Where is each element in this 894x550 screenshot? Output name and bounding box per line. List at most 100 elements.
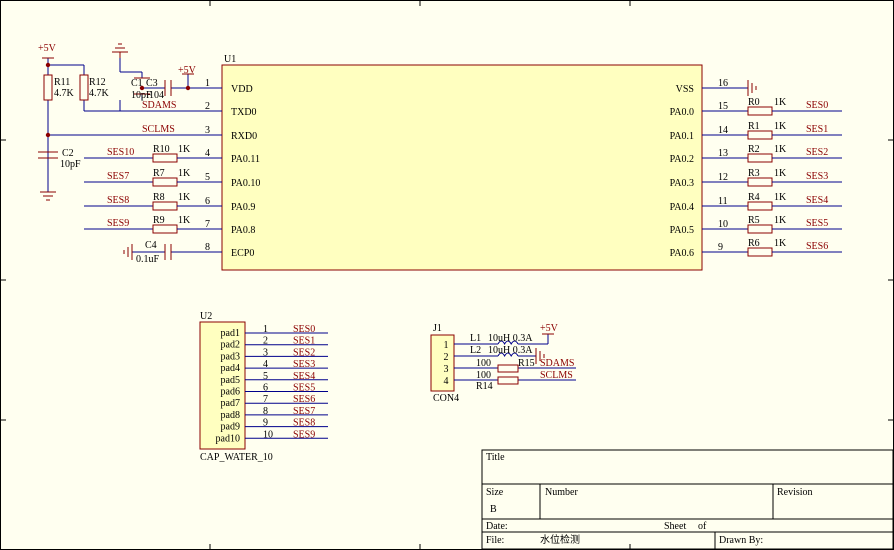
c2-ref: C2: [62, 148, 74, 159]
output-resistor-body: [747, 177, 773, 187]
l1-value: 10uH 0.3A: [488, 333, 533, 344]
output-resistor-value: 1K: [774, 121, 787, 132]
c4-value: 0.1uF: [136, 254, 160, 265]
inductor-l2: [497, 352, 519, 358]
output-net-label: SES3: [806, 171, 828, 182]
u2-net-label: SES0: [293, 324, 315, 335]
u2-pad-label: pad10: [216, 433, 240, 444]
j1-pin-number: 4: [444, 376, 449, 387]
input-net-label: SES9: [107, 218, 129, 229]
j1-pin-number: 3: [444, 364, 449, 375]
power-label-5v-a: +5V: [38, 43, 57, 54]
output-resistor-body: [747, 201, 773, 211]
vss-ground: [702, 80, 757, 96]
output-resistor-value: 1K: [774, 215, 787, 226]
output-resistor-ref: R3: [748, 168, 760, 179]
u1-chip: U1 1VDD2TXD03RXD04PA0.115PA0.106PA0.97PA…: [200, 54, 728, 271]
output-resistor-value: 1K: [774, 144, 787, 155]
u1-pin-number: 14: [718, 125, 728, 136]
file-label: File:: [486, 535, 504, 546]
output-resistor-body: [747, 247, 773, 257]
j1-body: [430, 334, 455, 392]
output-resistor-value: 1K: [774, 168, 787, 179]
u1-body: [221, 64, 703, 271]
u1-pin-number: 13: [718, 148, 728, 159]
u1-pin-number: 9: [718, 242, 723, 253]
u1-pin-number: 6: [205, 196, 210, 207]
left-circuit: [47, 58, 222, 253]
power-label-5v-b: +5V: [178, 65, 197, 76]
output-net-label: SES2: [806, 147, 828, 158]
u1-pin-name: PA0.2: [670, 154, 694, 165]
j1-power-label: +5V: [540, 323, 559, 334]
r15-body: [497, 364, 519, 373]
r15-ref: R15: [518, 358, 535, 369]
u2-pin-number: 3: [263, 347, 268, 358]
output-resistor-ref: R0: [748, 97, 760, 108]
net-label-sclms: SCLMS: [142, 124, 175, 135]
output-resistor-ref: R1: [748, 121, 760, 132]
l2-value: 10uH 0.3A: [488, 345, 533, 356]
u1-pin-name: PA0.5: [670, 225, 694, 236]
j1-pin-number: 2: [444, 352, 449, 363]
u1-pin-number: 7: [205, 219, 210, 230]
input-net-label: SES10: [107, 147, 134, 158]
u1-pin-number: 5: [205, 172, 210, 183]
u2-pad-label: pad3: [221, 351, 240, 362]
input-resistor-body: [152, 224, 178, 234]
input-resistor-ref: R8: [153, 192, 165, 203]
u2-part-name: CAP_WATER_10: [200, 452, 273, 463]
u2-net-label: SES2: [293, 347, 315, 358]
file-value: 水位检测: [540, 533, 580, 546]
u1-pin-name: PA0.3: [670, 178, 694, 189]
u2-pad-label: pad1: [221, 328, 240, 339]
size-value: B: [490, 504, 497, 515]
r14-value: 100: [476, 370, 491, 381]
ground-symbol-c1: [112, 43, 128, 58]
c4-ref: C4: [145, 240, 157, 251]
inductor-l1: [497, 340, 519, 346]
u2-pad-label: pad9: [221, 422, 240, 433]
r11-ref: R11: [54, 77, 70, 88]
c3-ref: C3: [146, 78, 158, 89]
u2-net-label: SES8: [293, 418, 315, 429]
number-label: Number: [545, 487, 578, 498]
r12-value: 4.7K: [89, 88, 110, 99]
output-resistor-ref: R5: [748, 215, 760, 226]
input-resistor-value: 1K: [178, 168, 191, 179]
u1-pin-number: 16: [718, 78, 728, 89]
j1-pin-number: 1: [444, 340, 449, 351]
drawn-by-label: Drawn By:: [719, 535, 763, 546]
input-resistor-ref: R9: [153, 215, 165, 226]
u2-net-label: SES5: [293, 383, 315, 394]
u2-net-label: SES9: [293, 429, 315, 440]
r11-value: 4.7K: [54, 88, 75, 99]
u1-pin-number: 4: [205, 148, 210, 159]
c1-value: 10pF: [131, 90, 152, 101]
date-label: Date:: [486, 521, 508, 532]
u1-pin-number: 15: [718, 101, 728, 112]
u2-pin-number: 10: [263, 429, 273, 440]
u2-pad-label: pad8: [221, 410, 240, 421]
u1-pin-name: PA0.9: [231, 202, 255, 213]
u2-pad-label: pad2: [221, 340, 240, 351]
u1-pin-number: 11: [718, 196, 728, 207]
u1-pin-name: ECP0: [231, 248, 254, 259]
c2-value: 10pF: [60, 159, 81, 170]
u1-pin-name: VDD: [231, 84, 253, 95]
size-label: Size: [486, 487, 504, 498]
u2-pin-number: 7: [263, 394, 268, 405]
j1-net-sdams: SDAMS: [540, 358, 574, 369]
u1-pin-name: TXD0: [231, 107, 257, 118]
output-resistor-body: [747, 224, 773, 234]
output-net-label: SES6: [806, 241, 828, 252]
input-net-label: SES7: [107, 171, 129, 182]
output-resistor-ref: R6: [748, 238, 760, 249]
u2-ref: U2: [200, 311, 212, 322]
left-junctions: [45, 62, 191, 138]
u1-ref: U1: [224, 54, 236, 65]
